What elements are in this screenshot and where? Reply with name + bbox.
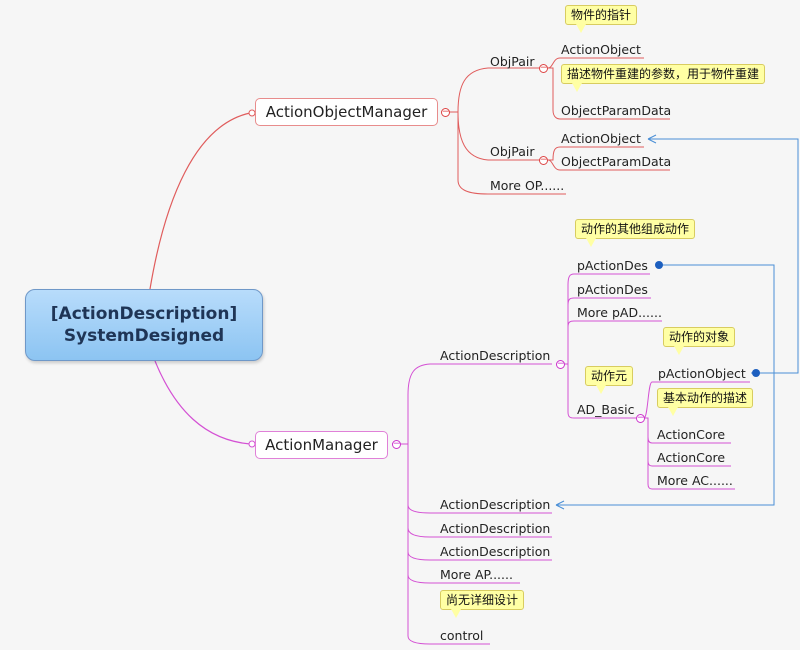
ad-basic[interactable]: AD_Basic [577,402,635,417]
action-description-1[interactable]: ActionDescription [440,348,551,363]
action-description-2[interactable]: ActionDescription [440,497,551,512]
more-ap[interactable]: More AP...... [440,567,513,582]
more-pad[interactable]: More pAD...... [577,305,662,320]
note-action-element: 动作元 [585,366,634,394]
objpair-1-action-object[interactable]: ActionObject [561,42,641,57]
collapse-desc1-toggle[interactable]: − [556,359,565,369]
topic-action-object-manager[interactable]: ActionObjectManager [255,98,438,126]
note-action-target: 动作的对象 [663,327,736,355]
objpair-1-param-data[interactable]: ObjectParamData [561,103,672,118]
pactiondes-2[interactable]: pActionDes [577,282,648,297]
collapse-basic-toggle[interactable]: − [636,413,645,423]
action-core-1[interactable]: ActionCore [657,427,726,442]
action-description-4[interactable]: ActionDescription [440,544,551,559]
control[interactable]: control [440,628,484,643]
more-op[interactable]: More OP...... [490,178,565,193]
topic-action-manager[interactable]: ActionManager [255,431,388,459]
central-topic-line1: [ActionDescription] [50,304,238,324]
note-object-pointer: 物件的指针 [565,5,638,33]
collapse-aom-toggle[interactable]: − [441,107,450,117]
central-topic-line2: SystemDesigned [63,326,225,346]
action-core-2[interactable]: ActionCore [657,450,726,465]
collapse-objpair2-toggle[interactable]: − [539,155,548,165]
objpair-1[interactable]: ObjPair [490,54,535,69]
note-no-design: 尚无详细设计 [440,590,525,618]
objpair-2[interactable]: ObjPair [490,144,535,159]
collapse-am-toggle[interactable]: − [392,439,401,449]
collapse-objpair1-toggle[interactable]: − [539,63,548,73]
branch-root-am [154,360,251,445]
objpair-2-param-data[interactable]: ObjectParamData [561,154,672,169]
pactiondes-1[interactable]: pActionDes [577,258,648,273]
branch-root-aom [149,112,251,290]
objpair-2-action-object[interactable]: ActionObject [561,131,641,146]
more-ac[interactable]: More AC...... [657,473,733,488]
pactionobject[interactable]: pActionObject [658,366,746,381]
note-sub-actions: 动作的其他组成动作 [575,219,696,247]
action-description-3[interactable]: ActionDescription [440,521,551,536]
note-object-rebuild-params: 描述物件重建的参数，用于物件重建 [561,64,766,92]
note-basic-action-desc: 基本动作的描述 [657,388,754,416]
central-topic[interactable]: [ActionDescription] SystemDesigned [25,289,263,361]
